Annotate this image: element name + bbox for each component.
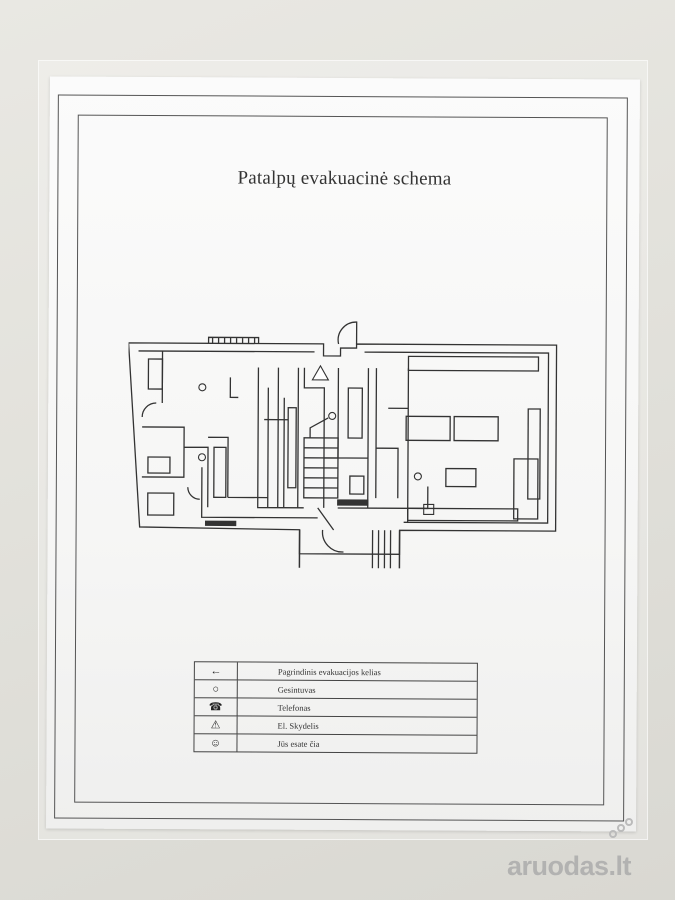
panel-marker	[311, 364, 330, 381]
porch	[298, 529, 401, 570]
legend-row: ← Pagrindinis evakuacijos kelias	[194, 662, 477, 682]
arrow-left-icon: ←	[194, 662, 238, 680]
bench	[407, 507, 519, 522]
shelf	[527, 408, 541, 500]
legend-table: ← Pagrindinis evakuacijos kelias ○ Gesin…	[193, 661, 478, 754]
floor-plan	[127, 321, 558, 570]
desk-1	[405, 415, 451, 442]
desk-2	[453, 415, 499, 442]
extinguisher-marker	[198, 383, 207, 392]
sofa	[513, 458, 539, 520]
evacuation-route	[201, 367, 429, 531]
legend-row: ⚠ El. Skydelis	[194, 716, 477, 736]
extinguisher-marker	[197, 453, 207, 462]
legend-label: Pagrindinis evakuacijos kelias	[277, 666, 381, 677]
you-are-here-marker	[423, 503, 435, 516]
counter	[407, 355, 540, 372]
page-title: Patalpų evakuacinė schema	[237, 167, 452, 190]
table	[445, 467, 477, 488]
legend-label: Telefonas	[277, 702, 311, 713]
phone-icon: ☎	[194, 698, 238, 716]
partition	[141, 351, 410, 523]
watermark-dots-icon	[609, 818, 633, 838]
front-door-arc	[337, 321, 358, 345]
legend-label: Gesintuvas	[277, 684, 316, 695]
watermark-logo: aruodas.lt	[506, 851, 632, 881]
evacuation-sheet: Patalpų evakuacinė schema	[46, 76, 640, 832]
legend-label: El. Skydelis	[277, 720, 319, 731]
legend-label: Jūs esate čia	[277, 738, 320, 749]
porch-door-arc	[321, 529, 344, 553]
warning-icon: ⚠	[194, 716, 238, 734]
staircase	[303, 417, 339, 499]
legend-row: ☺ Jūs esate čia	[194, 734, 476, 752]
legend-row: ○ Gesintuvas	[194, 680, 477, 700]
legend-row: ☎ Telefonas	[194, 698, 477, 718]
you-are-here-icon: ☺	[194, 734, 238, 752]
extinguisher-marker	[328, 411, 337, 420]
extinguisher-marker	[413, 472, 422, 481]
inner-outer-wall	[138, 350, 550, 524]
circle-icon: ○	[194, 680, 238, 698]
